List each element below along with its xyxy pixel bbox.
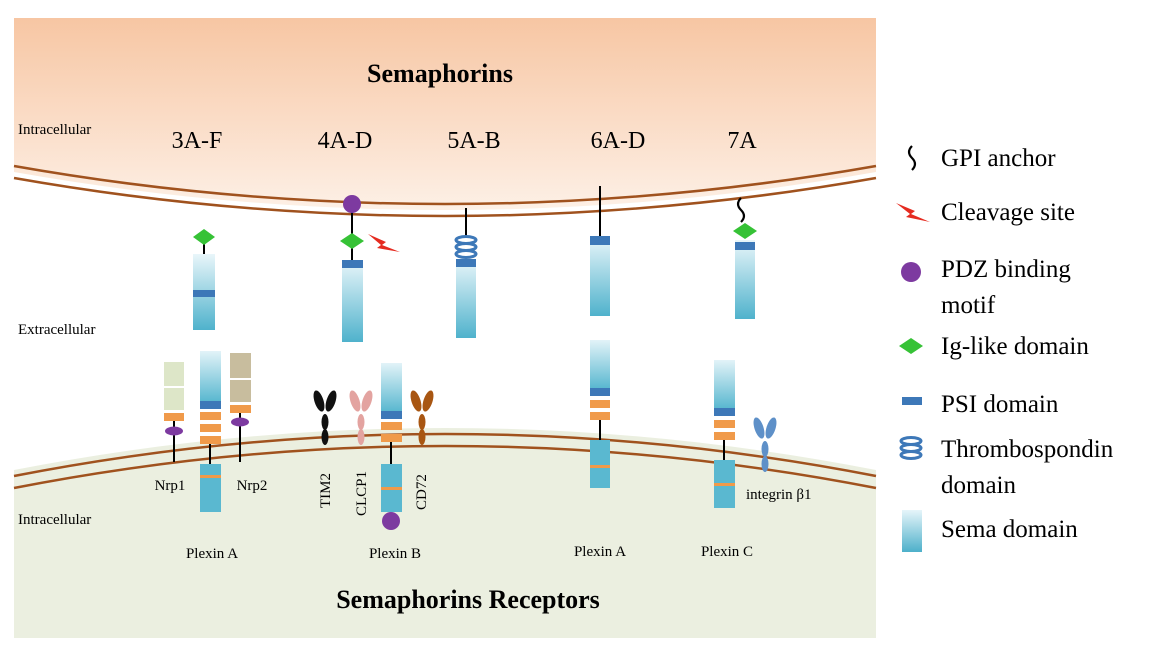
cleavage-site (368, 234, 400, 252)
semaphorin-5 (454, 208, 478, 338)
sema-domain (342, 260, 363, 342)
sema-domain-icon (902, 510, 922, 552)
nrp2-label: Nrp2 (237, 478, 268, 494)
semaphorin-6 (590, 186, 610, 316)
psi-domain-icon (902, 397, 922, 405)
psi-domain (590, 236, 610, 245)
nrp1-label: Nrp1 (155, 478, 186, 494)
ig-like-domain (340, 233, 364, 249)
top-intracellular-label: Intracellular (18, 122, 91, 138)
extracellular-label: Extracellular (18, 322, 95, 338)
semaphorin-4 (340, 195, 400, 342)
top-title: Semaphorins (367, 59, 513, 88)
ig-like-domain (733, 223, 757, 239)
plexin-label-2: Plexin B (369, 546, 421, 562)
class-label-4a-d: 4A-D (318, 128, 373, 154)
semaphorin-3 (193, 229, 215, 330)
cd72-label: CD72 (414, 474, 430, 510)
plexin-label-1: Plexin A (186, 546, 238, 562)
thrombospondin-domain-icon (899, 436, 923, 460)
nrp2-receptor (230, 353, 251, 462)
plexin-b-receptor (381, 363, 402, 530)
thrombospondin-domain (454, 235, 478, 259)
bottom-membrane (13, 432, 877, 490)
nrp1-receptor (164, 362, 184, 462)
integrin-receptor (753, 417, 777, 472)
class-label-3a-f: 3A-F (172, 128, 223, 154)
plexin-a-1-receptor (200, 351, 221, 512)
legend-label-gpi-anchor: GPI anchor (941, 145, 1056, 172)
psi-domain (456, 259, 476, 267)
legend: GPI anchor Cleavage site PDZ binding mot… (896, 145, 1119, 552)
class-label-6a-d: 6A-D (591, 128, 646, 154)
pdz-binding-motif (382, 512, 400, 530)
plexin-label-3: Plexin A (574, 544, 626, 560)
sema-domain (735, 240, 755, 319)
pdz-binding-motif-icon (901, 262, 921, 282)
gpi-anchor (736, 197, 746, 223)
class-label-7a: 7A (727, 128, 757, 154)
plexin-a-2-receptor (590, 340, 610, 488)
top-intracellular-region (14, 18, 876, 210)
tim2-label: TIM2 (318, 473, 334, 508)
ig-like-domain-icon (899, 338, 923, 354)
clcp1-label: CLCP1 (354, 471, 370, 516)
sema-domain (590, 236, 610, 316)
class-label-5a-b: 5A-B (447, 128, 500, 154)
cd72-receptor (410, 390, 434, 445)
bottom-title: Semaphorins Receptors (336, 585, 600, 614)
psi-domain (193, 290, 215, 297)
legend-label-psi: PSI domain (941, 391, 1059, 418)
ig-like-domain (193, 229, 215, 245)
psi-domain (735, 242, 755, 250)
extracellular-region (14, 172, 876, 470)
bottom-intracellular-label: Intracellular (18, 512, 91, 528)
gpi-anchor-icon (907, 145, 917, 171)
top-membrane (13, 164, 877, 218)
background-regions (14, 18, 876, 638)
legend-label-ig-like: Ig-like domain (941, 333, 1089, 360)
legend-label-thrombospondin: Thrombospondin domain (941, 436, 1119, 499)
tim2-receptor (313, 390, 337, 445)
plexin-c-receptor (714, 360, 735, 508)
cleavage-site-icon (896, 203, 930, 222)
plexin-label-4: Plexin C (701, 544, 753, 560)
legend-label-sema: Sema domain (941, 516, 1078, 543)
clcp1-receptor (349, 390, 373, 445)
integrin-label: integrin β1 (746, 487, 812, 503)
sema-domain (456, 259, 476, 338)
semaphorin-7 (733, 197, 757, 319)
psi-domain (342, 260, 363, 268)
legend-label-cleavage-site: Cleavage site (941, 199, 1075, 226)
pdz-binding-motif (343, 195, 361, 213)
legend-label-pdz: PDZ binding motif (941, 256, 1077, 319)
